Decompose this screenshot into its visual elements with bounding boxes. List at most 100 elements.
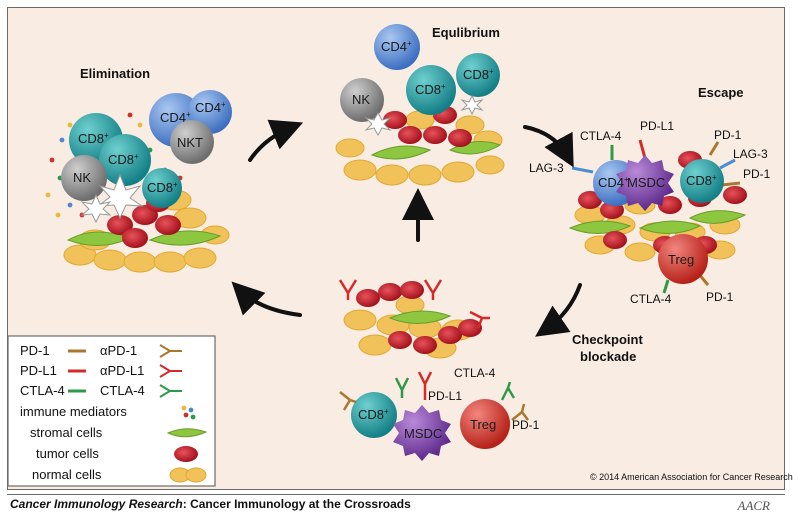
footer-rule <box>7 494 785 495</box>
equilibrium-title: Equlibrium <box>432 25 500 40</box>
msdc-label: MSDC <box>404 426 442 441</box>
footer-caption: Cancer Immunology Research: Cancer Immun… <box>10 497 411 511</box>
treg-label: Treg <box>470 417 496 432</box>
arrow-checkpoint-to-elimination <box>231 281 302 317</box>
treated-tumor-cells <box>356 281 482 354</box>
checkpoint-title-line2: blockade <box>580 349 636 364</box>
elimination-normal-cells <box>63 189 230 273</box>
legend-stromal-cells: stromal cells <box>30 425 103 440</box>
pd1-receptor <box>708 141 720 156</box>
killing-burst-icon <box>460 94 484 116</box>
nkt-label: NKT <box>177 135 203 150</box>
arrow-equilibrium-to-escape <box>523 125 574 168</box>
checkpoint-title-line1: Checkpoint <box>572 332 643 347</box>
cycle-arrows <box>231 119 582 337</box>
pd1-label: PD-1 <box>743 167 771 181</box>
a-pd1-swatch <box>159 344 182 358</box>
normal-swatch <box>185 467 207 483</box>
ctla4-label: CTLA-4 <box>454 366 496 380</box>
cd4-label: CD4+ <box>598 175 629 190</box>
legend-a-ctla4: CTLA-4 <box>100 383 145 398</box>
killing-burst-icon <box>364 111 392 137</box>
lag3-label: LAG-3 <box>529 161 564 175</box>
nk-cell <box>61 155 107 201</box>
escape-stromal-cell <box>638 220 702 234</box>
legend: PD-1 αPD-1 PD-L1 αPD-L1 CTLA-4 CTLA-4 im… <box>7 335 216 487</box>
pdl1-receptor <box>638 139 647 159</box>
equilibrium-group: Equlibrium <box>335 24 505 186</box>
cd4-cell <box>374 24 420 70</box>
elimination-title: Elimination <box>80 66 150 81</box>
pdl1-label: PD-L1 <box>640 119 674 133</box>
pd1-label: PD-1 <box>512 418 540 432</box>
footer-subtitle: : Cancer Immunology at the Crossroads <box>182 497 411 511</box>
msdc-label: MSDC <box>627 175 665 190</box>
cd8-label: CD8+ <box>415 82 446 97</box>
cd4-label: CD4+ <box>381 39 412 54</box>
escape-group: Escape <box>529 85 771 306</box>
antibody-icons <box>338 279 490 329</box>
arrow-elimination-to-equilibrium <box>248 119 304 162</box>
nk-label: NK <box>352 92 370 107</box>
legend-pd1: PD-1 <box>20 343 50 358</box>
cd8-cell <box>142 168 182 208</box>
cd8-label: CD8+ <box>78 131 109 146</box>
legend-tumor-cells: tumor cells <box>36 446 99 461</box>
cd4-label: CD4+ <box>195 100 226 115</box>
a-ctla4-swatch <box>159 384 182 398</box>
nk-label: NK <box>73 170 91 185</box>
msdc-cell <box>393 405 451 461</box>
msdc-cell <box>616 155 674 211</box>
lag3-receptor <box>571 166 594 174</box>
cd8-label: CD8+ <box>358 407 389 422</box>
arrow-escape-to-checkpoint <box>535 283 582 337</box>
treg-cell <box>460 399 510 449</box>
legend-immune-mediators: immune mediators <box>20 404 127 419</box>
cd8-label: CD8+ <box>463 67 494 82</box>
lag3-receptor <box>719 158 736 170</box>
pdl1-label: PD-L1 <box>428 389 462 403</box>
elimination-group: Elimination <box>45 66 232 273</box>
equilibrium-tumor-cells <box>383 106 472 147</box>
treg-label: Treg <box>668 252 694 267</box>
journal-name: Cancer Immunology Research <box>10 497 183 511</box>
aacr-logo: AACR <box>737 498 771 513</box>
ctla4-receptor <box>662 279 670 294</box>
pd1-label: PD-1 <box>714 128 742 142</box>
equilibrium-stromal-cell <box>370 145 432 160</box>
cd8-cell <box>456 53 500 97</box>
a-pdl1-swatch <box>159 364 182 378</box>
killing-burst-icon <box>96 173 144 220</box>
ctla4-label: CTLA-4 <box>630 292 672 306</box>
copyright-text: © 2014 American Association for Cancer R… <box>590 472 793 482</box>
legend-normal-cells: normal cells <box>32 467 102 482</box>
escape-title: Escape <box>698 85 744 100</box>
ctla4-label: CTLA-4 <box>580 129 622 143</box>
cd8-cell <box>680 159 724 203</box>
cd8-cell <box>406 65 456 115</box>
cd4-label: CD4+ <box>160 110 191 125</box>
legend-ctla4: CTLA-4 <box>20 383 65 398</box>
cd8-label: CD8+ <box>108 152 139 167</box>
nk-cell <box>340 78 384 122</box>
legend-pdl1: PD-L1 <box>20 363 57 378</box>
escape-stromal-cell <box>688 210 747 224</box>
checkpoint-group: Checkpoint blockade <box>338 279 643 461</box>
cd8-cell <box>351 392 397 438</box>
treg-cell <box>658 234 708 284</box>
pd1-receptor <box>721 181 741 187</box>
legend-a-pdl1: αPD-L1 <box>100 363 144 378</box>
cd8-label: CD8+ <box>147 180 178 195</box>
lag3-label: LAG-3 <box>733 147 768 161</box>
cd8-cell <box>99 134 151 186</box>
killing-burst-icon <box>80 193 112 224</box>
immune-mediators-swatch <box>181 405 196 420</box>
pd1-label: PD-1 <box>706 290 734 304</box>
treated-stromal-cell <box>388 310 452 324</box>
escape-stromal-cell <box>568 220 632 234</box>
lower-antibody-icons <box>339 371 529 421</box>
legend-a-pd1: αPD-1 <box>100 343 137 358</box>
nkt-cell <box>170 120 214 164</box>
